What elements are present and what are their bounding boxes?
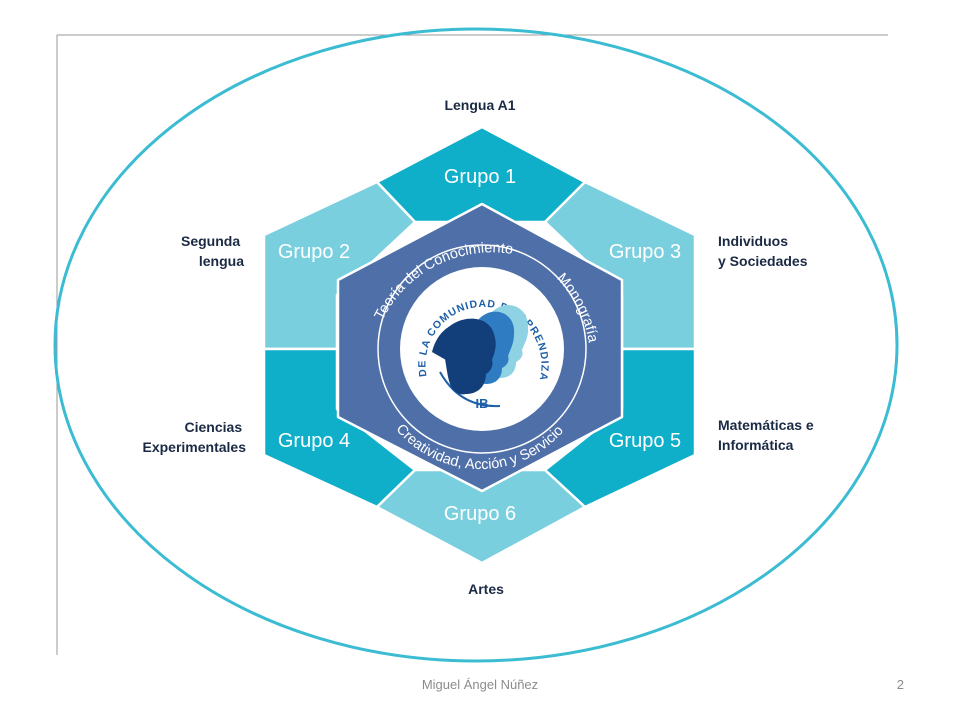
group-label-4: Grupo 4 — [278, 430, 350, 452]
group-label-3: Grupo 3 — [609, 241, 681, 263]
learner-profile-faces-icon — [432, 304, 529, 395]
ib-label: IB — [476, 396, 489, 411]
subject-ciencias: Ciencias Experimentales — [143, 419, 247, 455]
ib-arrow — [439, 371, 501, 408]
group-label-2: Grupo 2 — [278, 241, 350, 263]
subject-artes: Artes — [468, 581, 504, 597]
group-label-6: Grupo 6 — [444, 503, 516, 525]
subject-lengua-a1: Lengua A1 — [444, 97, 515, 113]
subject-individuos: Individuos y Sociedades — [718, 233, 808, 269]
outer-ellipse — [53, 27, 899, 663]
group-label-1: Grupo 1 — [444, 166, 516, 188]
footer-author: Miguel Ángel Núñez — [421, 677, 539, 692]
footer-page-number: 2 — [896, 677, 904, 692]
group-label-5: Grupo 5 — [609, 430, 681, 452]
subject-matematicas: Matemáticas e Informática — [718, 417, 818, 453]
core-ring — [377, 244, 587, 454]
subject-segunda-lengua: Segunda lengua — [181, 233, 244, 269]
